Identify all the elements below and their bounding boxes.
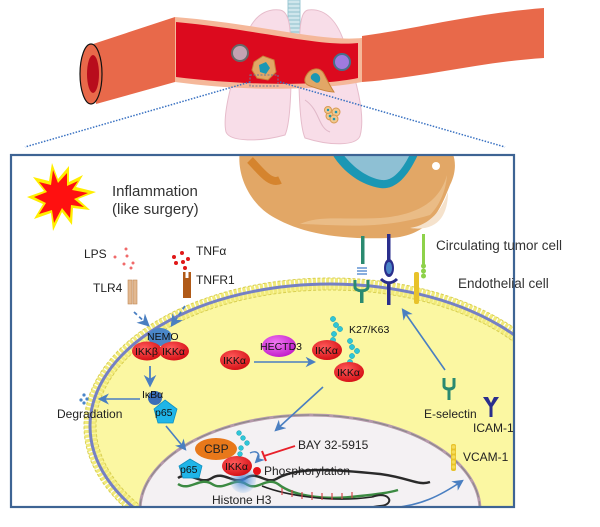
- arrow-tlr4-to-nemo: [133, 311, 150, 327]
- cbp-label: CBP: [204, 442, 229, 456]
- vcam1-icon: [451, 444, 456, 471]
- bay-inhibitor-icon: [261, 445, 296, 462]
- arrow-tnfr1-to-nemo: [170, 305, 186, 328]
- tnfa-label: TNFα: [196, 244, 226, 258]
- endothelial-nucleus: [138, 413, 482, 507]
- zoom-line-left: [24, 81, 251, 148]
- arrow-eselectin-to-membrane: [401, 308, 446, 371]
- e-selectin-icon: [442, 378, 456, 400]
- circulating-tumor-cell-label: Circulating tumor cell: [436, 238, 562, 253]
- inflammation-sublabel: (like surgery): [112, 201, 199, 218]
- vcam1-label: VCAM-1: [463, 450, 509, 464]
- tnfa-molecules-icon: [172, 251, 190, 270]
- tlr4-label: TLR4: [93, 281, 123, 295]
- ikka-free-icon: [220, 350, 250, 370]
- trachea: [287, 0, 301, 37]
- tnfr1-label: TNFR1: [196, 273, 235, 287]
- nemo-label: NEMO: [147, 331, 179, 343]
- histone-label: Histone H3: [212, 493, 272, 507]
- nuclear-complex: [178, 430, 266, 479]
- ikka-ub2-label: IKKα: [337, 367, 360, 379]
- endothelial-cell-label: Endothelial cell: [458, 276, 549, 291]
- zoom-region-box: [249, 74, 279, 87]
- tlr4-receptor-icon: [127, 279, 138, 305]
- ikka-complex-label: IKKα: [162, 346, 185, 358]
- tnfr1-receptor-icon: [183, 272, 191, 298]
- ikka-free-label: IKKα: [223, 355, 246, 367]
- icam1-label: ICAM-1: [473, 421, 514, 435]
- ubiquitinated-ikka: [312, 316, 364, 382]
- ikba-label: IκBα: [142, 389, 163, 401]
- lps-label: LPS: [84, 247, 107, 261]
- inflammation-burst-icon: [27, 163, 96, 231]
- tumor-cell-body: [239, 155, 455, 239]
- inflammation-label: Inflammation: [112, 183, 198, 200]
- ikka-ub1-label: IKKα: [315, 345, 338, 357]
- hectd3-icon: [262, 335, 296, 357]
- degradation-label: Degradation: [57, 407, 122, 421]
- arrow-p65-to-nucleus: [165, 425, 187, 451]
- icam1-icon: [483, 397, 499, 417]
- arrow-dna-to-vcam: [391, 479, 464, 507]
- top-panel: [24, 0, 544, 148]
- e-selectin-label: E-selectin: [424, 407, 477, 421]
- zoom-line-right: [279, 81, 506, 148]
- blood-cells: [231, 44, 351, 71]
- phosphate-icon: [253, 467, 261, 475]
- k27-k63-label: K27/K63: [349, 324, 389, 336]
- arrow-ikka-to-nucleus: [274, 386, 324, 432]
- bay-label: BAY 32-5915: [298, 438, 369, 452]
- ikka-nuclear-label: IKKα: [225, 461, 248, 473]
- ikkb-label: IKKβ: [135, 346, 158, 358]
- ikba-p65-complex: [148, 391, 178, 424]
- lung-metastasis-icon: [324, 106, 341, 124]
- circulating-tumor-cell-icon: [251, 55, 335, 93]
- hectd3-label: HECTD3: [260, 341, 302, 353]
- lps-molecules-icon: [113, 247, 135, 270]
- ikk-complex: [132, 328, 189, 361]
- detail-panel-border: [9, 153, 516, 509]
- adhesion-receptors: [353, 234, 426, 305]
- degraded-fragments-icon: [79, 393, 89, 405]
- p65-label: p65: [155, 407, 173, 419]
- phosphorylation-label: Phosphorylation: [264, 464, 350, 478]
- p65-nuclear-label: p65: [180, 464, 198, 476]
